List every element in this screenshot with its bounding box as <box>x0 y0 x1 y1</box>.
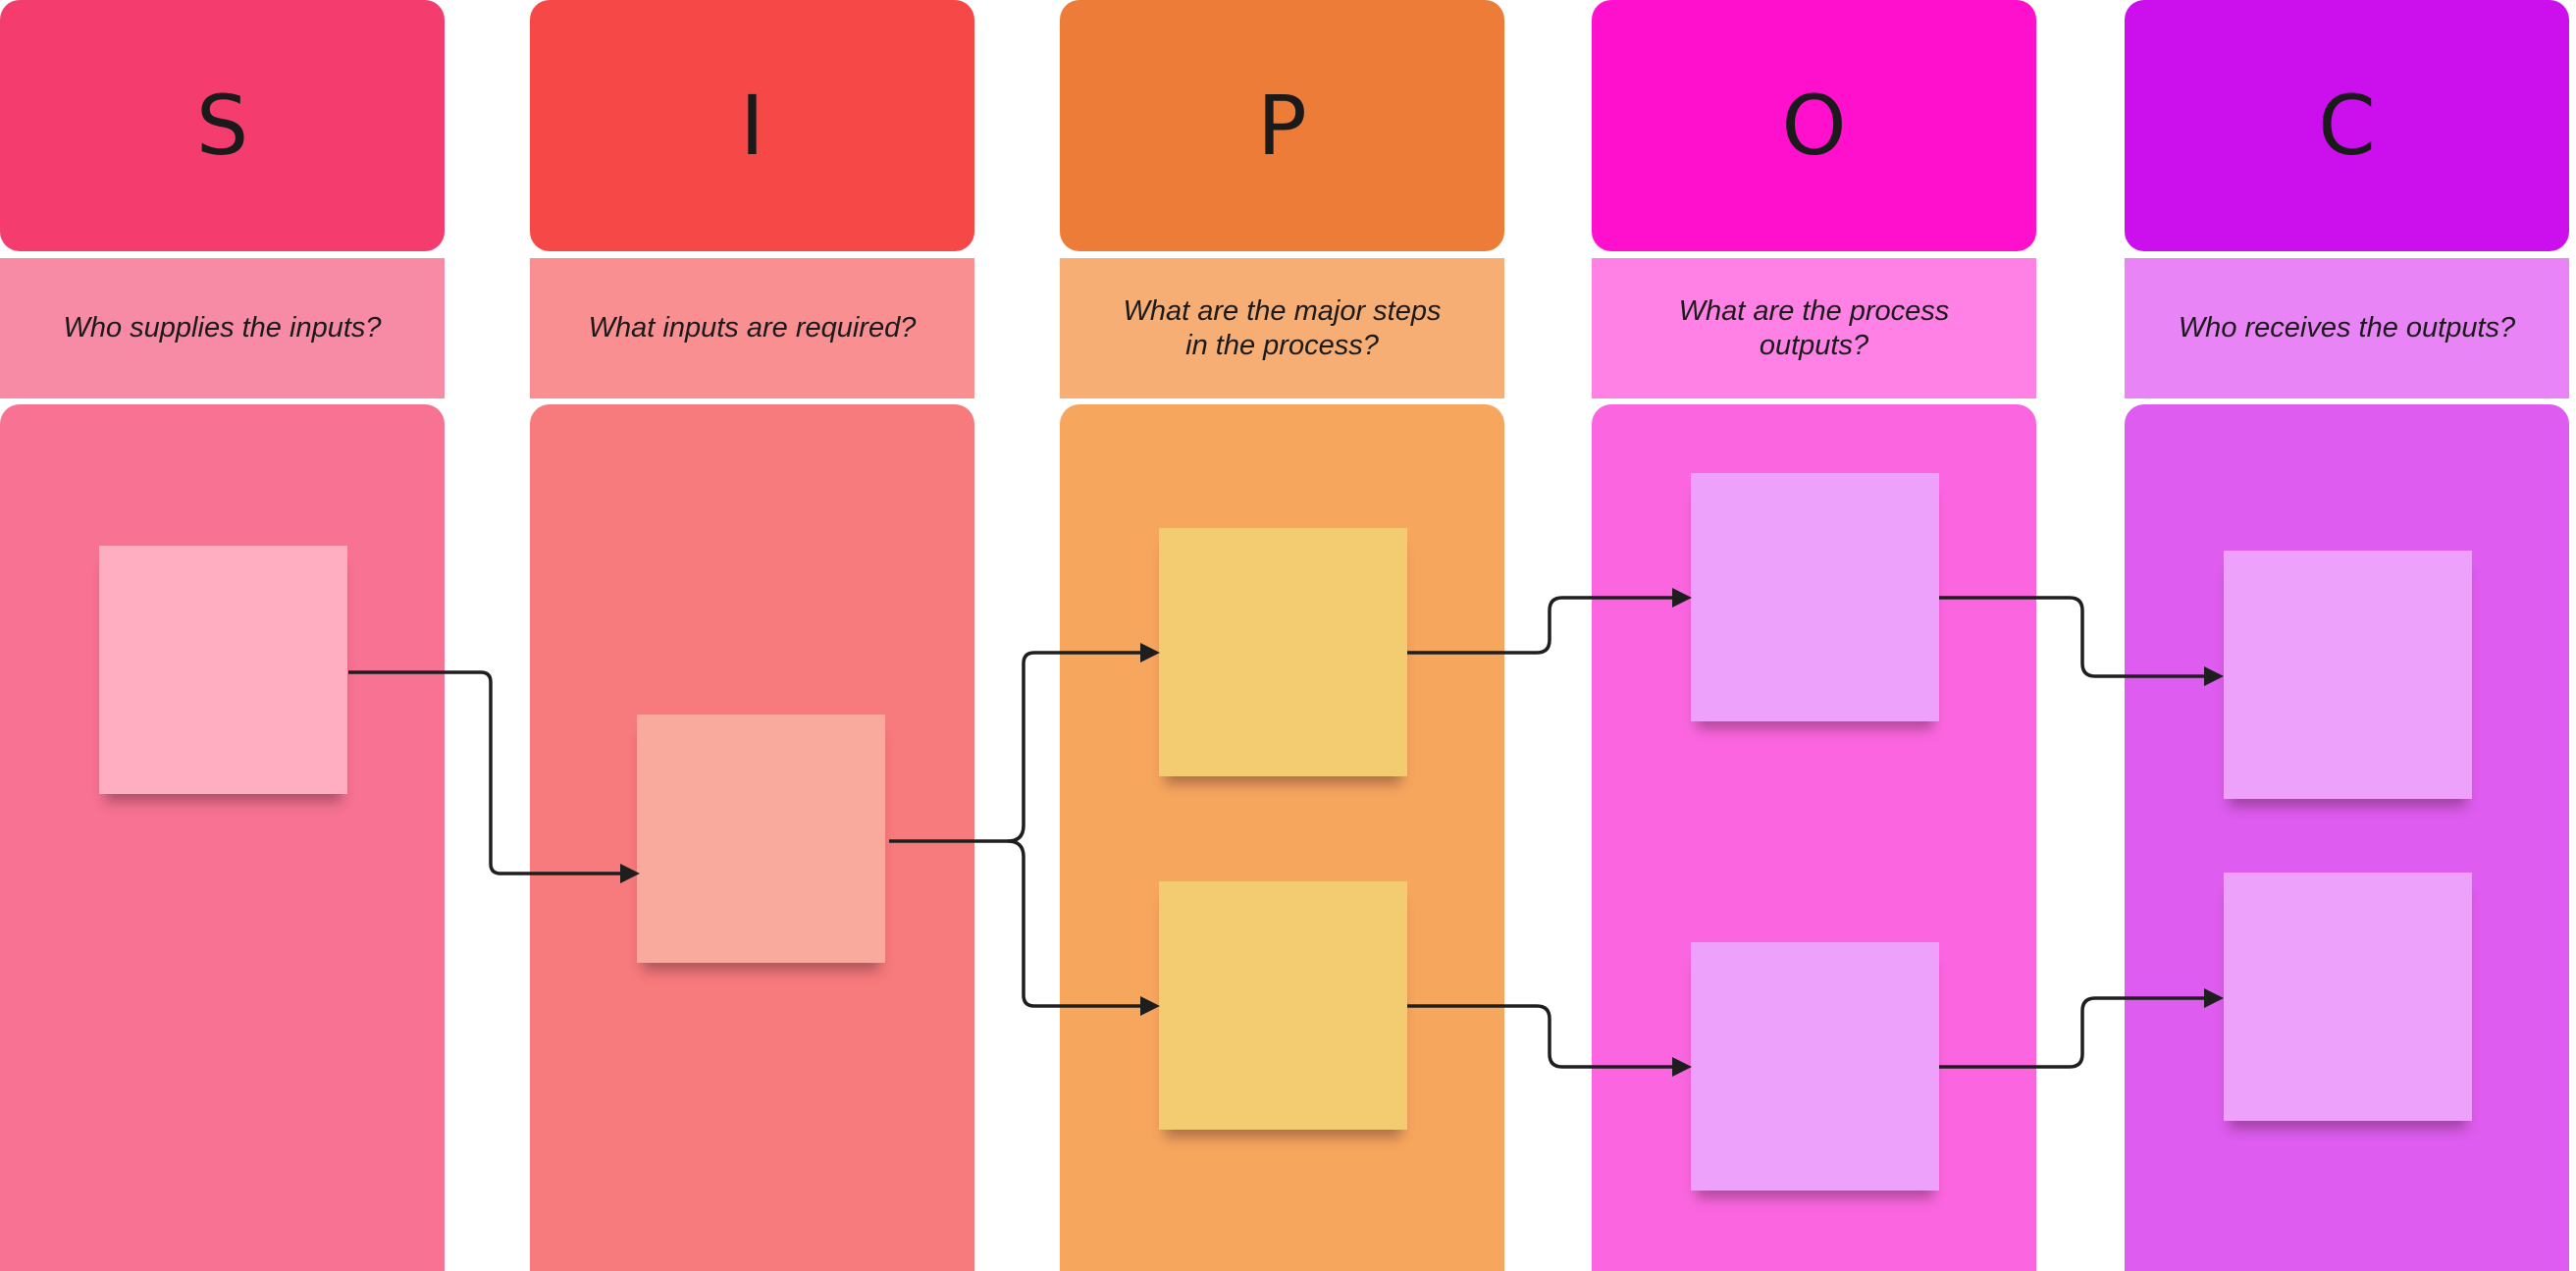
sticky-note-customer-1[interactable] <box>2224 551 2472 799</box>
question-process[interactable]: What are the major steps in the process? <box>1060 258 1504 398</box>
lane-customers[interactable] <box>2125 404 2569 1271</box>
sticky-note-customer-2[interactable] <box>2224 873 2472 1121</box>
header-suppliers[interactable]: S <box>0 0 445 251</box>
sticky-note-supplier[interactable] <box>99 546 347 794</box>
column-customers: C Who receives the outputs? <box>2125 0 2569 1271</box>
lane-suppliers[interactable] <box>0 404 445 1271</box>
question-outputs[interactable]: What are the process outputs? <box>1592 258 2036 398</box>
lane-outputs[interactable] <box>1592 404 2036 1271</box>
question-customers[interactable]: Who receives the outputs? <box>2125 258 2569 398</box>
sticky-note-process-step-1[interactable] <box>1159 528 1407 776</box>
header-outputs[interactable]: O <box>1592 0 2036 251</box>
sticky-note-input[interactable] <box>637 715 885 963</box>
header-customers[interactable]: C <box>2125 0 2569 251</box>
sticky-note-output-1[interactable] <box>1691 473 1939 721</box>
header-process[interactable]: P <box>1060 0 1504 251</box>
sticky-note-process-step-2[interactable] <box>1159 881 1407 1130</box>
column-suppliers: S Who supplies the inputs? <box>0 0 445 1271</box>
column-process: P What are the major steps in the proces… <box>1060 0 1504 1271</box>
header-inputs[interactable]: I <box>530 0 974 251</box>
question-inputs[interactable]: What inputs are required? <box>530 258 974 398</box>
column-inputs: I What inputs are required? <box>530 0 974 1271</box>
lane-inputs[interactable] <box>530 404 974 1271</box>
column-outputs: O What are the process outputs? <box>1592 0 2036 1271</box>
lane-process[interactable] <box>1060 404 1504 1271</box>
sticky-note-output-2[interactable] <box>1691 942 1939 1191</box>
question-suppliers[interactable]: Who supplies the inputs? <box>0 258 445 398</box>
